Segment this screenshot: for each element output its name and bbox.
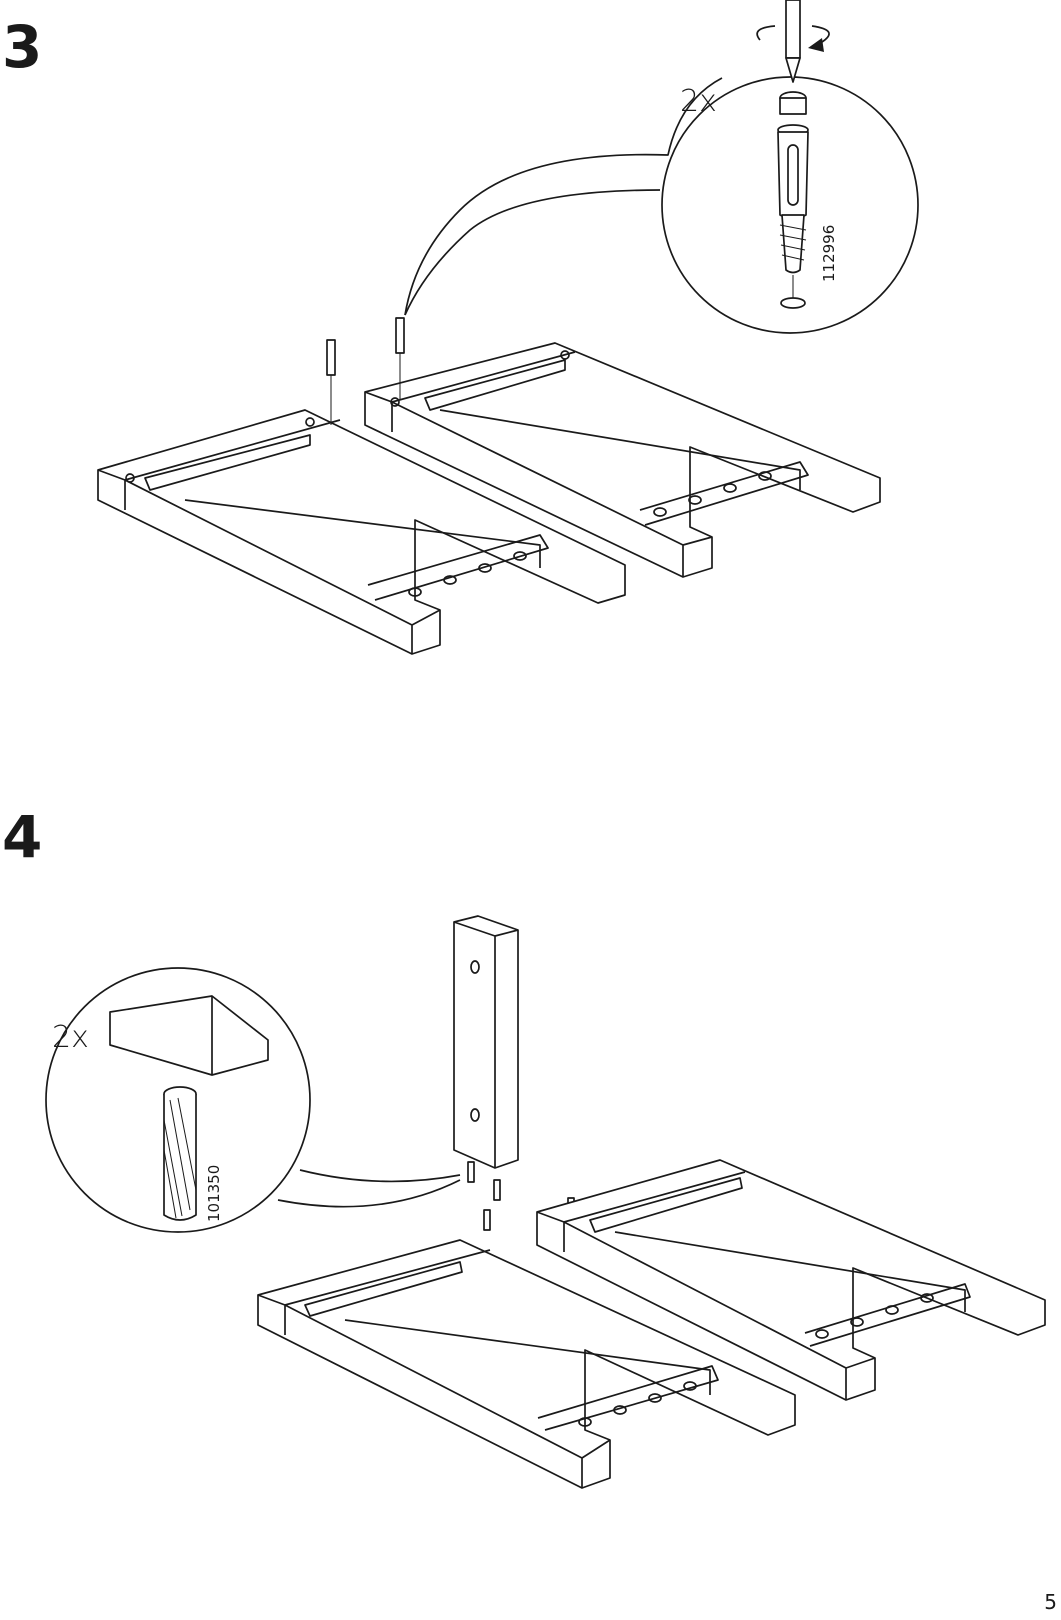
frame-icon xyxy=(365,343,880,577)
cam-bolt-icon xyxy=(778,92,808,308)
step-4-part-number: 101350 xyxy=(205,1165,223,1222)
callout-line xyxy=(278,1170,460,1207)
panel-icon xyxy=(454,916,574,1230)
step-4-number: 4 xyxy=(2,808,42,866)
step-3-drawing xyxy=(98,0,918,654)
wooden-dowel-icon xyxy=(164,1087,196,1220)
screwdriver-icon xyxy=(757,0,829,82)
step-3-number: 3 xyxy=(2,18,42,76)
page-number: 5 xyxy=(1044,1590,1057,1614)
step-3-part-number: 112996 xyxy=(820,225,838,282)
step-3-quantity: 2x xyxy=(680,84,717,119)
step-4-drawing xyxy=(46,916,1045,1488)
rotate-arrow-icon xyxy=(808,38,824,52)
step-4-quantity: 2x xyxy=(52,1020,89,1055)
